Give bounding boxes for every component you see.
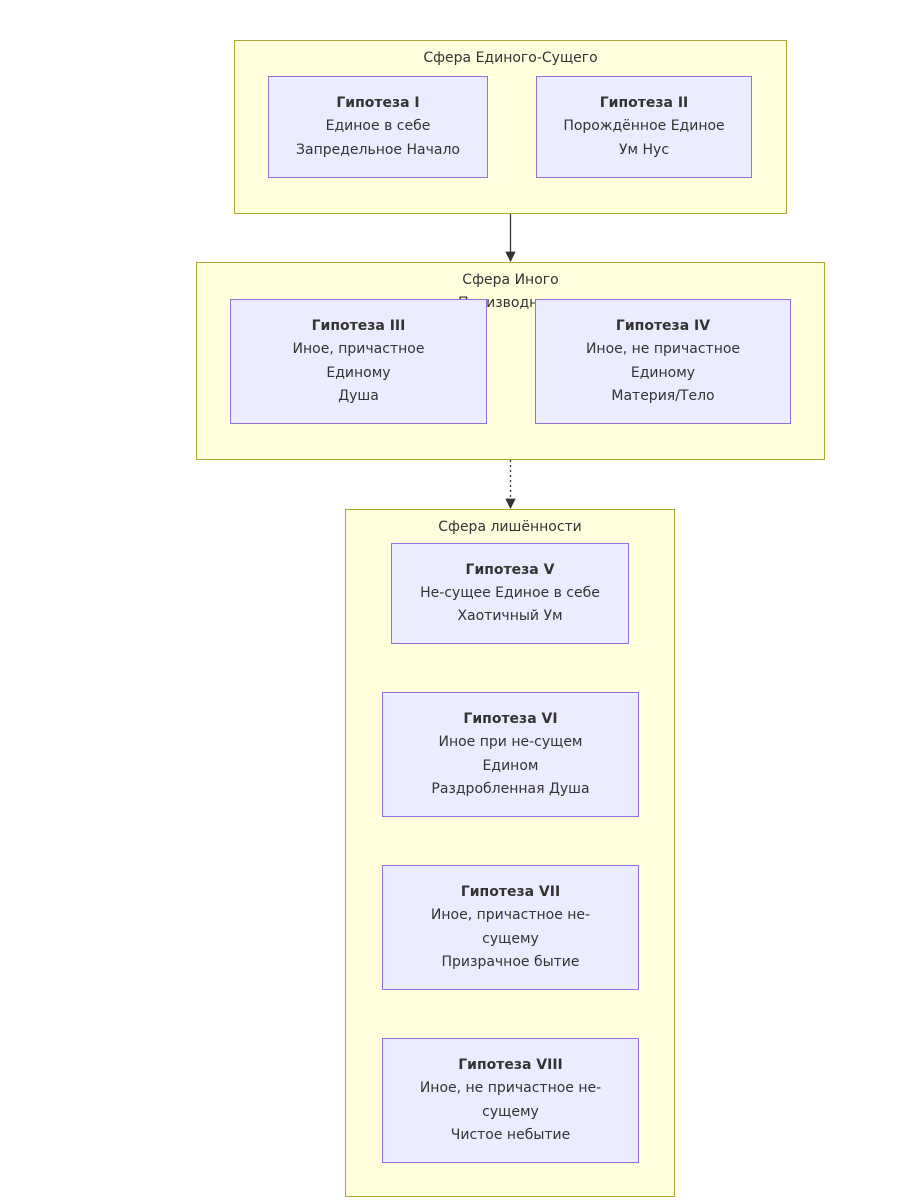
node-hypothesis-8-line2: сущему [482, 1103, 539, 1120]
node-hypothesis-5-line1: Не-сущее Единое в себе [420, 584, 600, 601]
node-hypothesis-1-line2: Запредельное Начало [296, 141, 460, 158]
node-hypothesis-7-line3: Призрачное бытие [441, 953, 580, 970]
node-hypothesis-1-line1: Единое в себе [325, 118, 431, 135]
node-hypothesis-4-line1: Иное, не причастное [585, 341, 741, 358]
cluster-one-being-label: Сфера Единого-Сущего [423, 50, 598, 66]
node-hypothesis-7[interactable]: Гипотеза VII Иное, причастное не- сущему… [382, 865, 639, 990]
node-hypothesis-6-line3: Раздробленная Душа [431, 780, 590, 797]
node-hypothesis-8-line3: Чистое небытие [450, 1126, 571, 1143]
node-hypothesis-7-line1: Иное, причастное не- [430, 907, 591, 924]
node-hypothesis-2-title: Гипотеза II [599, 95, 689, 112]
node-hypothesis-6-line1: Иное при не-сущем [438, 734, 583, 751]
node-hypothesis-2[interactable]: Гипотеза II Порождённое Единое Ум Нус [536, 76, 752, 178]
node-hypothesis-8-line1: Иное, не причастное не- [419, 1080, 602, 1097]
node-hypothesis-4-line2: Единому [630, 364, 696, 381]
node-hypothesis-7-line2: сущему [482, 930, 539, 947]
node-hypothesis-5-title: Гипотеза V [465, 561, 555, 578]
node-hypothesis-1-title: Гипотеза I [336, 95, 420, 112]
node-hypothesis-4-title: Гипотеза IV [615, 317, 711, 334]
node-hypothesis-2-line1: Порождённое Единое [563, 118, 725, 135]
node-hypothesis-2-line2: Ум Нус [618, 141, 670, 158]
node-hypothesis-5-line2: Хаотичный Ум [457, 608, 563, 625]
node-hypothesis-5[interactable]: Гипотеза V Не-сущее Единое в себе Хаотич… [391, 543, 629, 644]
node-hypothesis-4[interactable]: Гипотеза IV Иное, не причастное Единому … [535, 299, 791, 424]
node-hypothesis-6-title: Гипотеза VI [463, 710, 558, 727]
node-hypothesis-8-title: Гипотеза VIII [458, 1056, 563, 1073]
node-hypothesis-6-line2: Едином [482, 757, 539, 774]
node-hypothesis-3-line3: Душа [338, 387, 379, 404]
node-hypothesis-3[interactable]: Гипотеза III Иное, причастное Единому Ду… [230, 299, 487, 424]
node-hypothesis-3-line1: Иное, причастное [292, 341, 425, 358]
node-hypothesis-8[interactable]: Гипотеза VIII Иное, не причастное не- су… [382, 1038, 639, 1163]
node-hypothesis-3-title: Гипотеза III [311, 317, 406, 334]
node-hypothesis-1[interactable]: Гипотеза I Единое в себе Запредельное На… [268, 76, 488, 178]
node-hypothesis-6[interactable]: Гипотеза VI Иное при не-сущем Едином Раз… [382, 692, 639, 817]
node-hypothesis-4-line3: Материя/Тело [611, 387, 715, 404]
node-hypothesis-7-title: Гипотеза VII [460, 883, 561, 900]
node-hypothesis-3-line2: Единому [326, 364, 391, 381]
